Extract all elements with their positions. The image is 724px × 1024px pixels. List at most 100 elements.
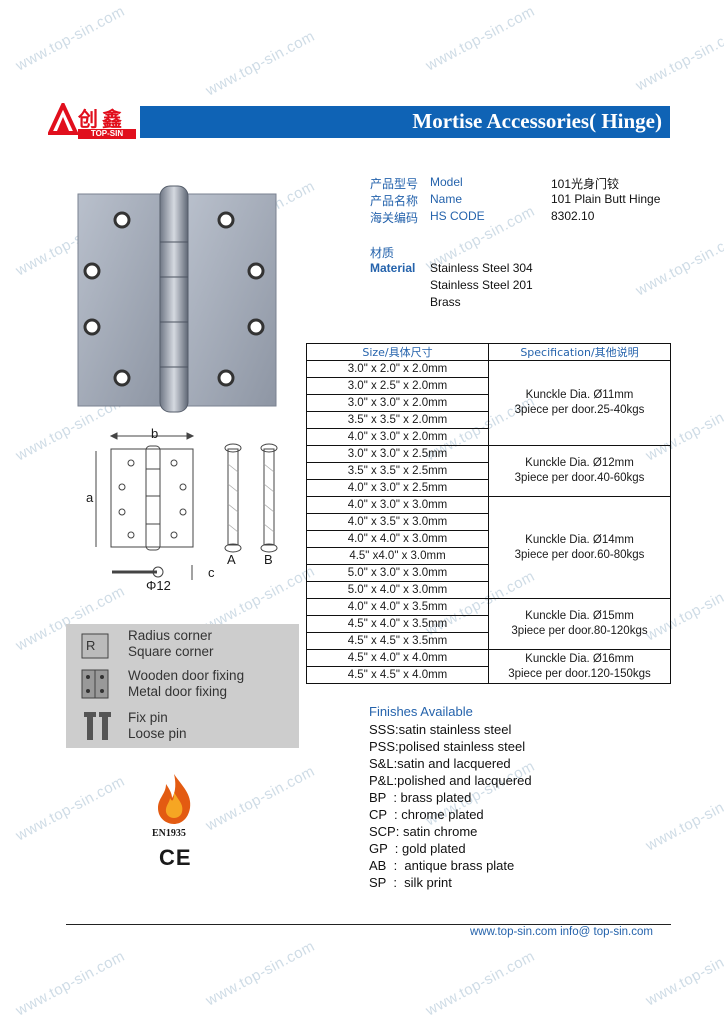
en1935-label: EN1935 <box>152 828 186 839</box>
finish-item: PSS:polised stainless steel <box>369 739 526 754</box>
page-title: Mortise Accessories( Hinge) <box>412 109 662 133</box>
size-cell: 4.5" x 4.5" x 3.5mm <box>306 632 489 650</box>
watermark-text: www.top-sin.com <box>13 2 128 75</box>
table-row: 5.0" x 4.0" x 3.0mm <box>306 581 671 599</box>
size-cell: 4.0" x 3.0" x 3.0mm <box>306 496 489 514</box>
table-row: 4.5" x 4.0" x 3.5mm <box>306 615 671 633</box>
finish-item: BP : brass plated <box>369 790 472 805</box>
corner-type-icon: R <box>81 633 109 659</box>
load-capacity-text: 3piece per door.25-40kgs <box>514 404 645 416</box>
specification-cell: Kunckle Dia. Ø14mm 3piece per door.60-80k… <box>488 496 671 599</box>
pin-b-label: B <box>264 552 273 567</box>
size-cell: 3.0" x 3.0" x 2.0mm <box>306 394 489 412</box>
material-label: Material <box>370 261 416 275</box>
size-column-header: Size/具体尺寸 <box>306 343 489 361</box>
size-cell: 3.0" x 2.0" x 2.0mm <box>306 360 489 378</box>
square-corner-label: Square corner <box>128 644 214 659</box>
pin-a-label: A <box>227 552 236 567</box>
table-row: 4.0" x 3.0" x 2.0mm <box>306 428 671 446</box>
size-cell: 3.0" x 2.5" x 2.0mm <box>306 377 489 395</box>
watermark-text: www.top-sin.com <box>633 22 724 95</box>
size-cell: 4.0" x 3.0" x 2.5mm <box>306 479 489 497</box>
watermark-text: www.top-sin.com <box>203 937 318 1010</box>
model-label: Model <box>430 175 463 189</box>
size-cell: 4.0" x 3.5" x 3.0mm <box>306 513 489 531</box>
pin-type-icon <box>84 712 111 740</box>
logo-english-text: TOP-SIN <box>78 129 136 139</box>
fix-pin-label: Fix pin <box>128 710 168 725</box>
company-logo: 创鑫 TOP-SIN <box>48 103 138 139</box>
table-row: 3.5" x 3.5" x 2.5mm <box>306 462 671 480</box>
name-value: 101 Plain Butt Hinge <box>551 192 661 206</box>
logo-mark-icon <box>48 103 78 135</box>
material-value: Stainless Steel 201 <box>430 278 533 292</box>
size-cell: 4.5" x4.0" x 3.0mm <box>306 547 489 565</box>
material-value: Stainless Steel 304 <box>430 261 533 275</box>
finish-item: CP : chrome plated <box>369 807 484 822</box>
size-cell: 5.0" x 3.0" x 3.0mm <box>306 564 489 582</box>
dimension-b-label: b <box>151 426 159 441</box>
model-label-cn: 产品型号 <box>370 177 419 191</box>
load-capacity-text: 3piece per door.80-120kgs <box>511 625 648 637</box>
table-row: 4.5" x4.0" x 3.0mm <box>306 547 671 565</box>
load-capacity-text: 3piece per door.60-80kgs <box>514 548 645 561</box>
spec-column-header: Specification/其他说明 <box>488 343 671 361</box>
size-cell: 3.5" x 3.5" x 2.5mm <box>306 462 489 480</box>
wooden-door-fixing-label: Wooden door fixing <box>128 668 245 683</box>
ce-mark: CE <box>159 845 192 870</box>
watermark-text: www.top-sin.com <box>423 947 538 1020</box>
hs-code-label-cn: 海关编码 <box>370 211 419 225</box>
size-cell: 4.0" x 3.0" x 2.0mm <box>306 428 489 446</box>
hs-code-label: HS CODE <box>430 209 485 223</box>
table-row: 3.5" x 3.5" x 2.0mm <box>306 411 671 429</box>
watermark-text: www.top-sin.com <box>13 947 128 1020</box>
size-cell: 4.5" x 4.5" x 4.0mm <box>306 666 489 684</box>
knuckle-diameter-text: Kunckle Dia. Ø12mm <box>525 457 634 469</box>
material-label-cn: 材质 <box>370 246 395 260</box>
loose-pin-label: Loose pin <box>128 726 187 741</box>
feature-legend-panel: R Radius corner Square corner Wooden doo… <box>66 624 299 748</box>
knuckle-diameter-text: Kunckle Dia. Ø14mm <box>525 533 634 546</box>
fire-rating-flame-icon <box>158 774 191 824</box>
knuckle-diameter-text: Kunckle Dia. Ø11mm <box>525 389 634 401</box>
finish-item: GP : gold plated <box>369 841 466 856</box>
load-capacity-text: 3piece per door.120-150kgs <box>508 667 651 680</box>
finish-item: AB : antique brass plate <box>369 858 515 873</box>
finish-item: SP : silk print <box>369 875 452 890</box>
watermark-text: www.top-sin.com <box>633 227 724 300</box>
name-label: Name <box>430 192 463 206</box>
metal-door-fixing-label: Metal door fixing <box>128 684 228 699</box>
size-cell: 5.0" x 4.0" x 3.0mm <box>306 581 489 599</box>
watermark-text: www.top-sin.com <box>203 27 318 100</box>
table-row: 3.0" x 3.0" x 2.0mm <box>306 394 671 412</box>
name-label-cn: 产品名称 <box>370 194 419 208</box>
finish-item: P&L:polished and lacquered <box>369 773 532 788</box>
size-cell: 3.0" x 3.0" x 2.5mm <box>306 445 489 463</box>
hs-code-value: 8302.10 <box>551 209 595 223</box>
door-fixing-icon <box>81 669 109 699</box>
hinge-size-spec-table: Size/具体尺寸 Specification/其他说明 3.0" x 2.0"… <box>306 343 671 684</box>
watermark-text: www.top-sin.com <box>203 762 318 835</box>
dimension-a-label: a <box>86 490 94 505</box>
size-cell: 3.5" x 3.5" x 2.0mm <box>306 411 489 429</box>
table-row: 4.0" x 4.0" x 3.0mm <box>306 530 671 548</box>
table-row: 5.0" x 3.0" x 3.0mm <box>306 564 671 582</box>
watermark-text: www.top-sin.com <box>643 937 724 1010</box>
logo-chinese-text: 创鑫 <box>78 107 126 131</box>
table-row: 4.0" x 3.5" x 3.0mm <box>306 513 671 531</box>
footer-contact: www.top-sin.com info@ top-sin.com <box>470 926 653 938</box>
load-capacity-text: 3piece per door.40-60kgs <box>514 472 645 484</box>
dimension-c-label: c <box>208 565 215 580</box>
title-bar: Mortise Accessories( Hinge) <box>140 106 670 138</box>
finish-item: SSS:satin stainless steel <box>369 722 512 737</box>
size-cell: 4.5" x 4.0" x 4.0mm <box>306 649 489 667</box>
finish-item: SCP: satin chrome <box>369 824 478 839</box>
material-value: Brass <box>430 295 461 309</box>
specification-cell: Kunckle Dia. Ø11mm 3piece per door.25-40k… <box>488 360 671 446</box>
